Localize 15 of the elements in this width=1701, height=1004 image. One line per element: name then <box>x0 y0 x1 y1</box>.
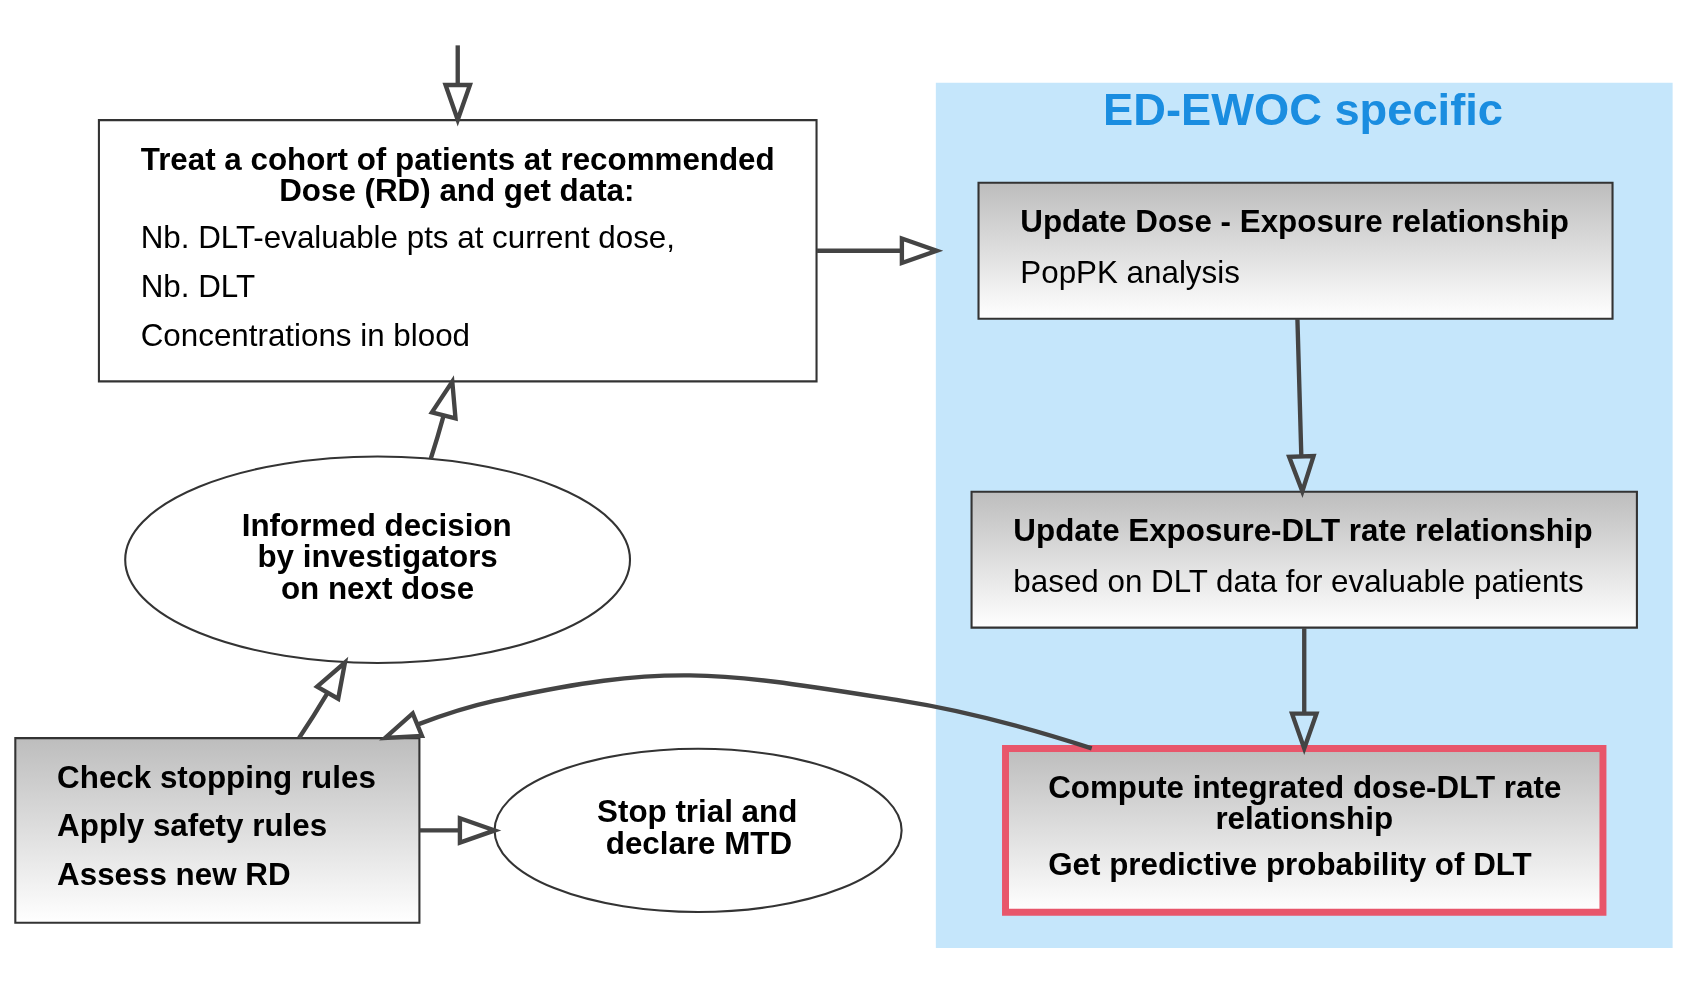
node-ellipse: Informed decision by investigators on next dose <box>124 454 632 664</box>
arrow <box>379 672 1093 750</box>
arrow <box>297 656 349 739</box>
arrow <box>816 235 944 266</box>
node-box: Update Exposure-DLT rate relationship based on DLT data for evaluable patients <box>970 490 1638 629</box>
node-box: Check stopping rules Apply safety rules Assess new RD <box>14 736 421 924</box>
node-ellipse: Stop trial and declare MTD <box>493 747 903 913</box>
arrow <box>1286 318 1317 498</box>
arrow <box>1288 627 1320 755</box>
node-box: Update Dose - Exposure relationship PopPK analysis <box>977 181 1614 320</box>
arrow <box>442 44 473 126</box>
node-box: Compute integrated dose-DLT rate relationship Get predictive probability of DLT <box>1002 744 1607 916</box>
node-box: Treat a cohort of patients at recommended Dose (RD) and get data: Nb. DLT-evaluable pts at current dose, Nb. DLT Concentrations in blood <box>97 118 818 382</box>
arrow <box>428 374 458 459</box>
arrow <box>419 814 502 846</box>
